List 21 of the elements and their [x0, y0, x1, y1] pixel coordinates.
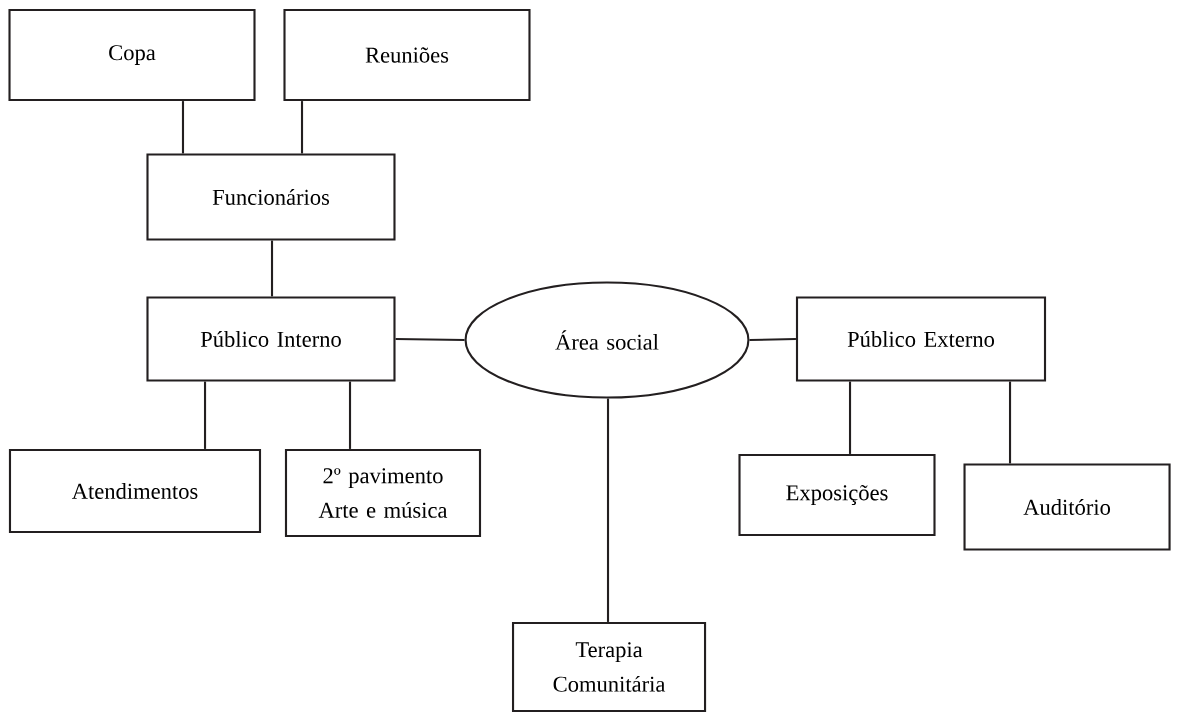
connector-line — [300, 101, 304, 154]
process-box: Copa — [8, 8, 256, 102]
process-box: Terapia Comunitária — [511, 621, 707, 713]
ellipse-node: Área social — [464, 281, 750, 399]
connector-line — [848, 381, 852, 454]
process-box: Reuniões — [283, 8, 531, 102]
connector-line — [348, 381, 352, 449]
connector-line — [181, 101, 185, 154]
connector-line — [606, 398, 610, 622]
connector-line — [1008, 381, 1012, 464]
connector-line — [395, 337, 465, 342]
process-box: Exposições — [738, 453, 936, 537]
process-box: Auditório — [963, 463, 1171, 551]
process-box: Funcionários — [146, 153, 396, 241]
process-box: Público Interno — [146, 296, 396, 382]
connector-line — [270, 240, 274, 297]
connector-line — [203, 381, 207, 449]
process-box: Atendimentos — [8, 448, 262, 534]
process-box: 2º pavimento Arte e música — [284, 448, 482, 538]
process-box: Público Externo — [795, 296, 1047, 382]
connector-line — [749, 337, 796, 342]
